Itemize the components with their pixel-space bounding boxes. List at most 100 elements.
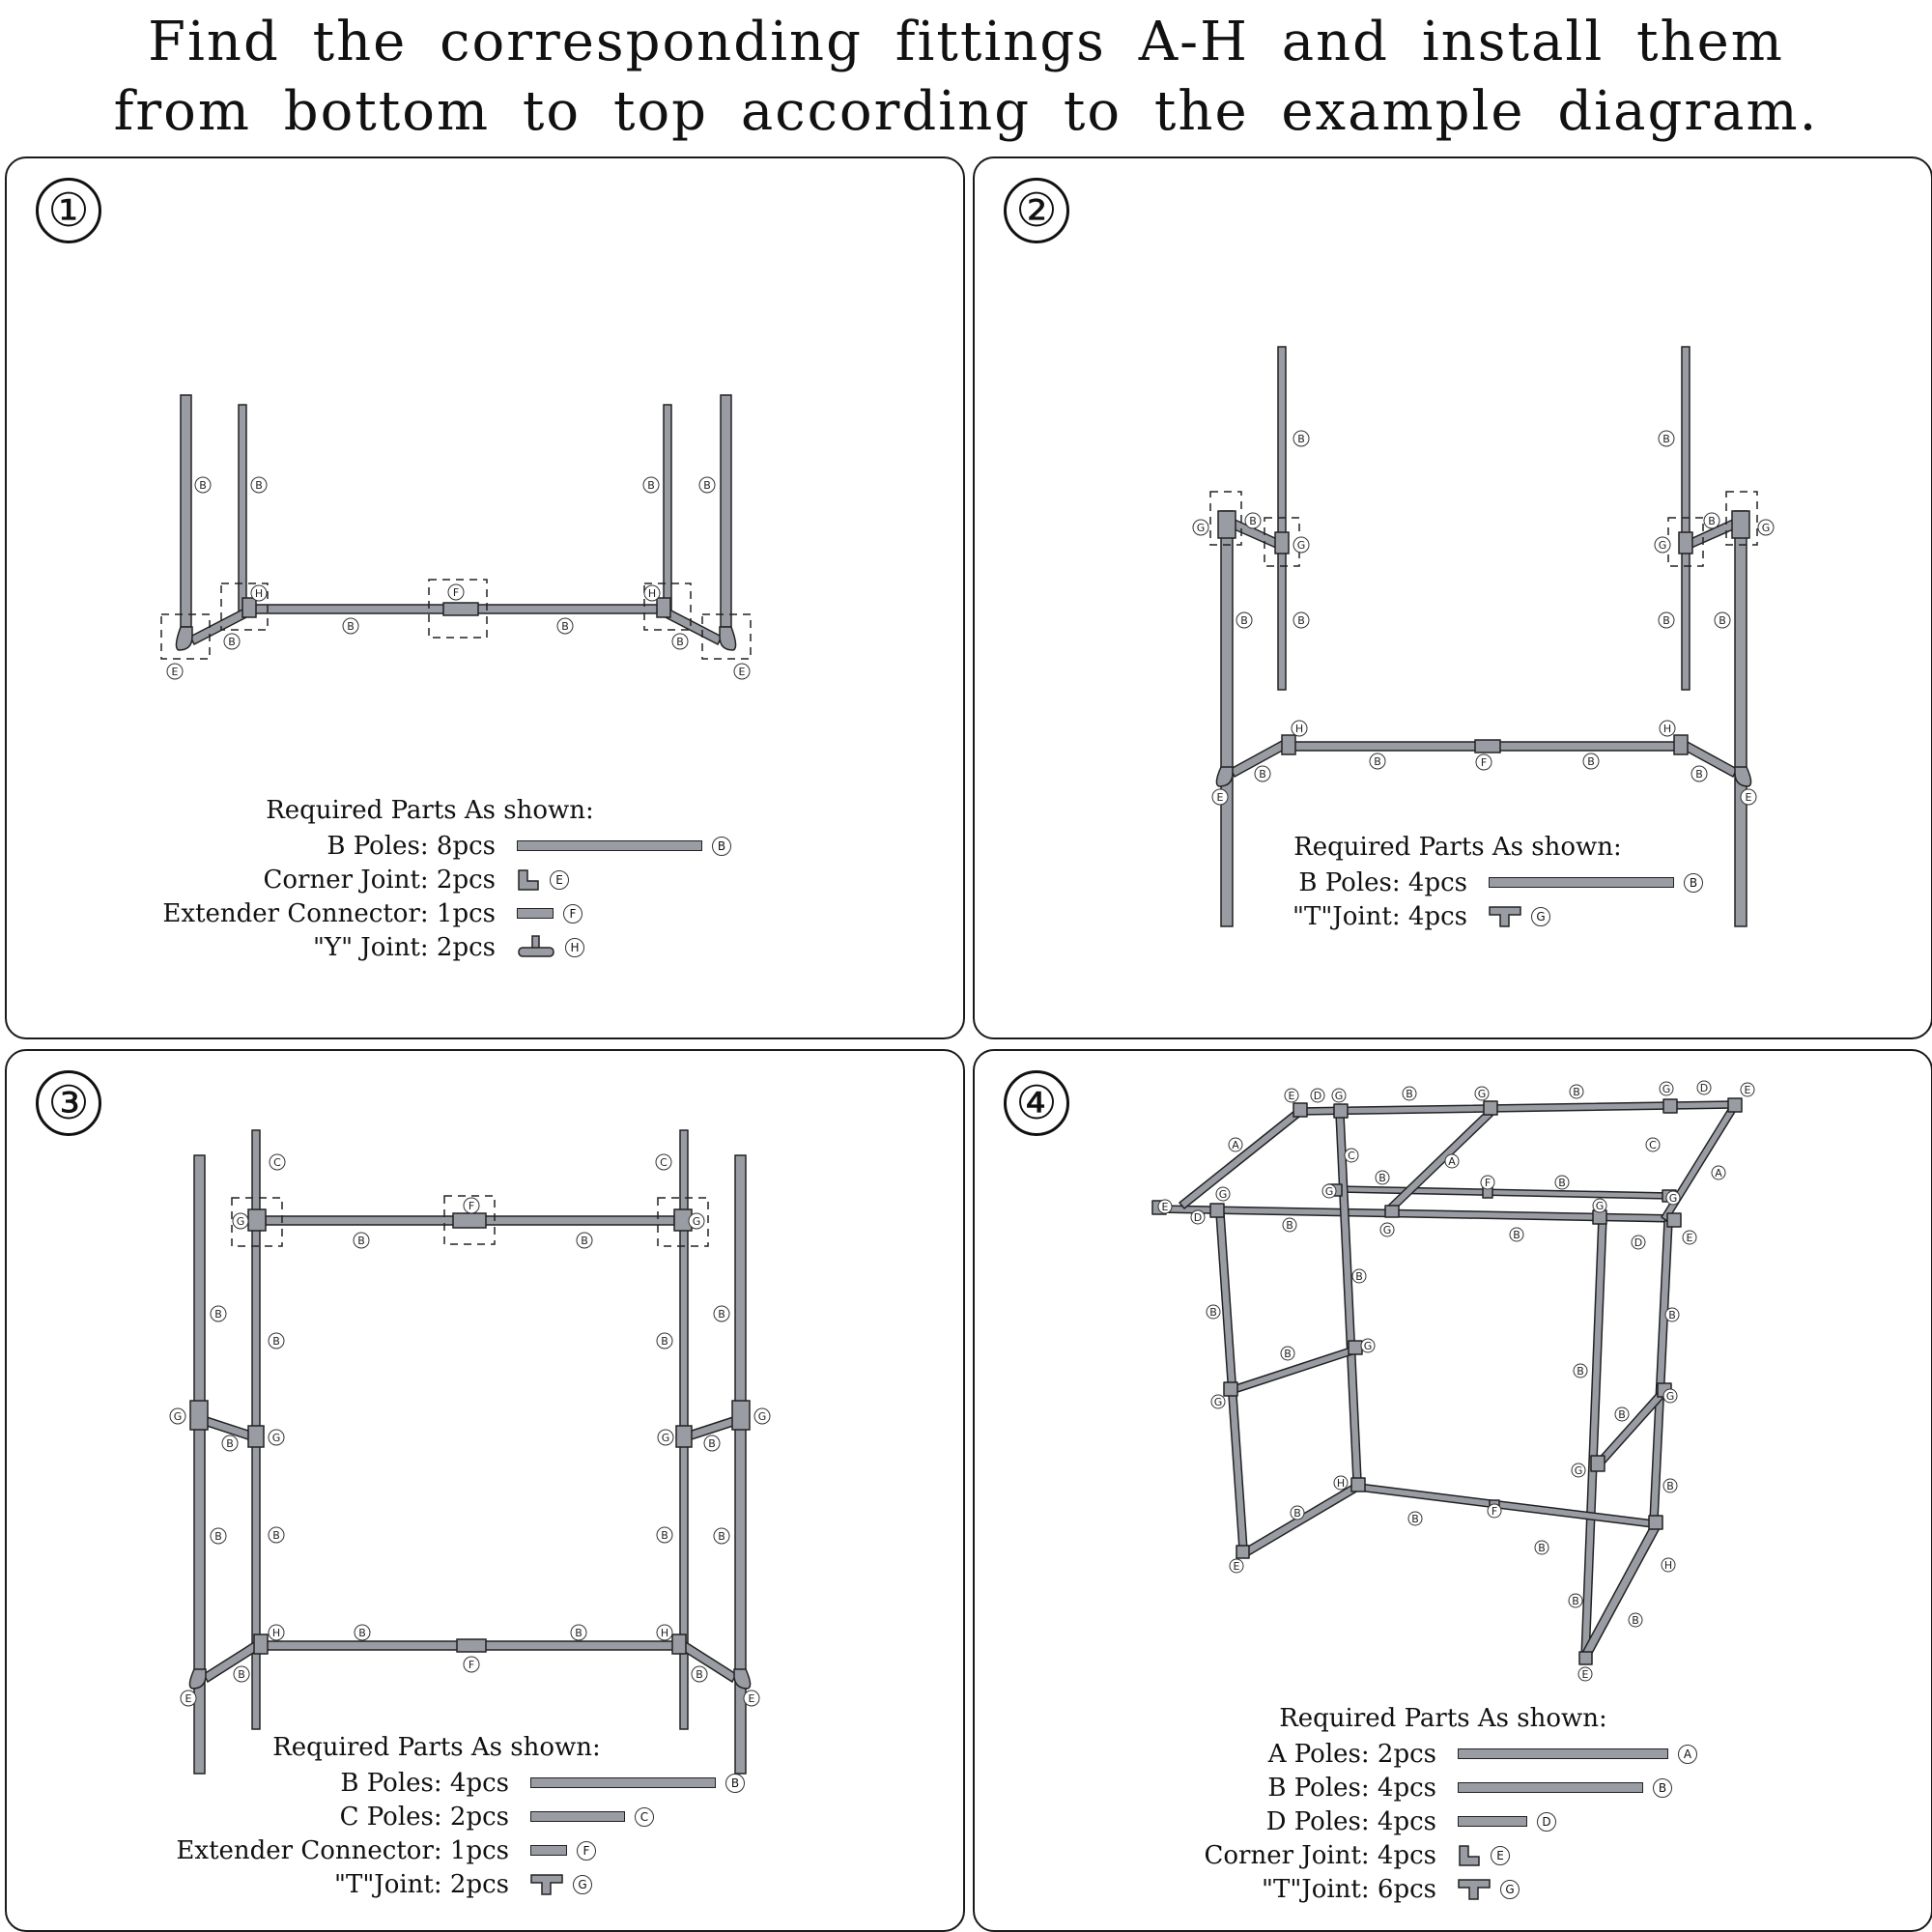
label-e: E bbox=[743, 1690, 760, 1707]
svg-text:B: B bbox=[676, 636, 684, 648]
svg-text:H: H bbox=[648, 587, 656, 600]
pole-b bbox=[252, 604, 447, 614]
t-joint-g bbox=[1274, 531, 1290, 554]
svg-text:B: B bbox=[561, 620, 569, 633]
svg-text:G: G bbox=[1666, 1390, 1675, 1403]
svg-text:B: B bbox=[1406, 1088, 1413, 1100]
t-joint-g bbox=[731, 1400, 751, 1431]
label-g: G bbox=[1474, 1086, 1490, 1101]
label-e: E bbox=[1211, 788, 1229, 806]
svg-text:B: B bbox=[708, 1437, 716, 1450]
label-b: B bbox=[268, 1526, 285, 1544]
step-panel-4: ④ bbox=[973, 1049, 1932, 1932]
part-code: B bbox=[725, 1773, 745, 1793]
label-b: B bbox=[691, 1665, 708, 1683]
svg-text:G: G bbox=[174, 1410, 183, 1423]
label-b: B bbox=[194, 476, 212, 494]
extender-connector-f bbox=[1474, 739, 1501, 753]
title-line-1: Find the corresponding fittings A-H and … bbox=[148, 11, 1784, 73]
label-d: D bbox=[1190, 1209, 1206, 1225]
svg-text:B: B bbox=[661, 1529, 668, 1542]
part-label: Corner Joint: 2pcs bbox=[263, 865, 497, 895]
callout-box bbox=[657, 1197, 709, 1247]
label-b: B bbox=[1568, 1593, 1583, 1608]
svg-text:B: B bbox=[272, 1335, 280, 1348]
label-b: B bbox=[1293, 430, 1310, 447]
t-joint-g bbox=[189, 1400, 209, 1431]
label-b: B bbox=[1664, 1307, 1680, 1322]
label-f: F bbox=[447, 583, 465, 601]
step-number: ③ bbox=[36, 1070, 101, 1136]
svg-text:B: B bbox=[1695, 768, 1703, 781]
label-g: G bbox=[1293, 536, 1310, 554]
svg-text:B: B bbox=[358, 1627, 366, 1639]
pole-b bbox=[238, 404, 247, 613]
extender-connector-f bbox=[442, 602, 479, 616]
label-b: B bbox=[556, 617, 574, 635]
label-b: B bbox=[1658, 611, 1675, 629]
svg-text:B: B bbox=[1293, 1507, 1301, 1520]
label-b: B bbox=[1407, 1511, 1423, 1526]
label-a: A bbox=[1444, 1153, 1460, 1169]
svg-text:G: G bbox=[1297, 539, 1306, 552]
corner-joint-icon bbox=[1459, 1844, 1480, 1866]
corner-joint-e bbox=[1727, 1097, 1743, 1113]
label-b: B bbox=[1714, 611, 1731, 629]
step-3-diagram: C C G F G B B B B B B G B G G B G B B B … bbox=[169, 1129, 771, 1775]
svg-text:B: B bbox=[1573, 1086, 1580, 1098]
callout-box bbox=[428, 579, 488, 639]
svg-text:B: B bbox=[1259, 768, 1266, 781]
label-b: B bbox=[210, 1305, 227, 1322]
part-code: H bbox=[565, 937, 584, 957]
t-joint-g bbox=[247, 1425, 265, 1448]
label-b: B bbox=[354, 1624, 371, 1641]
svg-text:E: E bbox=[1162, 1201, 1169, 1213]
svg-text:B: B bbox=[1668, 1309, 1676, 1321]
corner-joint-e bbox=[719, 626, 737, 651]
svg-text:A: A bbox=[1448, 1155, 1456, 1168]
label-h: H bbox=[1291, 720, 1308, 737]
svg-text:E: E bbox=[739, 666, 746, 678]
corner-joint-icon bbox=[518, 868, 539, 891]
label-b: B bbox=[342, 617, 359, 635]
y-joint-h bbox=[253, 1634, 269, 1655]
y-joint-h bbox=[656, 597, 671, 618]
label-h: H bbox=[656, 1624, 673, 1641]
step-panel-2: ② B bbox=[973, 156, 1932, 1039]
part-label: "T"Joint: 6pcs bbox=[1262, 1874, 1436, 1904]
svg-text:B: B bbox=[581, 1235, 588, 1247]
extender-icon bbox=[530, 1845, 567, 1856]
svg-text:B: B bbox=[1297, 614, 1305, 627]
label-g: G bbox=[1592, 1198, 1607, 1213]
svg-text:B: B bbox=[1666, 1480, 1674, 1492]
label-b: B bbox=[233, 1665, 250, 1683]
part-code: D bbox=[1537, 1811, 1556, 1832]
label-h: H bbox=[250, 584, 268, 602]
svg-text:H: H bbox=[1337, 1477, 1345, 1490]
label-b: B bbox=[1569, 1084, 1584, 1099]
callout-box bbox=[643, 582, 692, 631]
svg-text:B: B bbox=[272, 1529, 280, 1542]
svg-text:C: C bbox=[660, 1156, 668, 1169]
svg-text:B: B bbox=[226, 1437, 234, 1450]
label-e: E bbox=[166, 663, 184, 680]
label-d: D bbox=[1310, 1088, 1325, 1103]
svg-text:B: B bbox=[1587, 755, 1595, 768]
label-b: B bbox=[1236, 611, 1253, 629]
svg-text:G: G bbox=[1478, 1088, 1487, 1100]
svg-text:G: G bbox=[1364, 1340, 1373, 1352]
label-b: B bbox=[1254, 765, 1271, 782]
label-b: B bbox=[576, 1232, 593, 1249]
callout-box bbox=[160, 613, 211, 660]
label-b: B bbox=[1369, 753, 1386, 770]
pole-b bbox=[1335, 1113, 1362, 1482]
label-g: G bbox=[1659, 1081, 1674, 1096]
label-d: D bbox=[1631, 1235, 1646, 1250]
